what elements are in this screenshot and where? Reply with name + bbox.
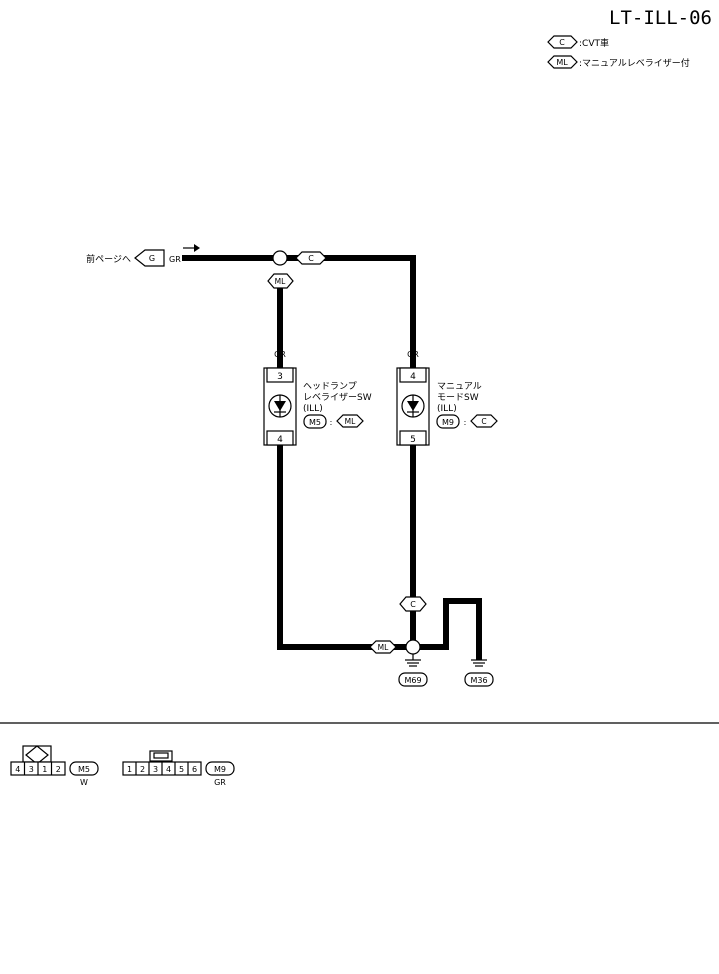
from-prev-wire-color: GR (169, 255, 181, 264)
pin-number: 3 (153, 765, 158, 774)
switch-manual-mode: GR 4 5 マニュアル モードSW (ILL) M9 : C B (396, 350, 498, 463)
connector-lock-icon (149, 750, 173, 762)
pin-number: 1 (127, 765, 132, 774)
option-tag-ml-top: ML (267, 273, 294, 289)
pin-box (266, 367, 294, 383)
connector-color: GR (214, 778, 226, 787)
ground-name: M36 (470, 676, 487, 685)
connector-arrow-icon (134, 249, 165, 267)
switch-name: レベライザーSW (303, 392, 372, 403)
svg-text:C: C (410, 600, 416, 609)
legend-item-cvt: C :CVT車 (547, 35, 609, 49)
connector-number: M9 (442, 418, 454, 427)
page-code: LT-ILL-06 (609, 7, 712, 29)
connector-color: W (80, 778, 88, 787)
ground-name: M69 (404, 676, 421, 685)
connector-name-box (69, 761, 99, 776)
wires (182, 255, 482, 660)
legend-tag: C (559, 38, 565, 47)
wire-color-label: B (410, 620, 416, 629)
pin-number: 4 (277, 435, 283, 445)
wire-b-left (277, 442, 373, 650)
pin-number: 6 (192, 765, 197, 774)
legend-text: :CVT車 (579, 37, 609, 49)
connector-name: M5 (78, 765, 90, 774)
wire-color-label: B (410, 454, 416, 463)
pin-box (399, 367, 427, 383)
pin-number: 5 (179, 765, 184, 774)
wire-gr-right (323, 255, 416, 371)
connector-lock-icon (25, 745, 49, 765)
wire-color-label: GR (274, 350, 286, 359)
legend: C :CVT車 ML :マニュアルレベライザー付 (547, 35, 690, 69)
switch-name: (ILL) (303, 404, 323, 414)
pin-number: 3 (29, 765, 34, 774)
pin-number: 2 (56, 765, 61, 774)
wire-color-label: B (476, 620, 482, 629)
option-tag-shape (547, 35, 578, 49)
legend-tag: ML (556, 58, 568, 67)
connector-label-box (436, 414, 460, 429)
option-tag-shape (547, 55, 578, 69)
wire-color-label: B (277, 454, 283, 463)
switch-name: モードSW (437, 393, 479, 403)
switch-headlamp-leveler: GR 3 4 ヘッドランプ レベライザーSW (ILL) M5 : ML B (263, 350, 372, 463)
option-tag-shape (470, 414, 498, 428)
pin-number: 3 (277, 372, 283, 382)
flow-arrow-icon (183, 244, 200, 252)
splice-point (405, 639, 421, 655)
legend-text: :マニュアルレベライザー付 (579, 58, 690, 69)
svg-text:ML: ML (378, 643, 389, 652)
pin-number: 5 (410, 435, 416, 445)
pin-number: 1 (42, 765, 47, 774)
wire-color-label: B (277, 620, 283, 629)
separator: : (464, 418, 467, 427)
connector-label-box (303, 414, 327, 429)
option-tag-ml-bottom: ML (369, 640, 397, 654)
from-prev-label: 前ページへ (86, 253, 131, 265)
pin-number: 4 (166, 765, 171, 774)
switch-name: マニュアル (437, 382, 482, 392)
option-tag: C (481, 417, 486, 426)
switch-name: ヘッドランプ (303, 381, 357, 392)
pin-number: 2 (140, 765, 145, 774)
ground-m69: M69 (398, 654, 428, 687)
pin-box (266, 430, 294, 446)
connector-view-m9: 1 2 3 4 5 6 M9 GR (122, 750, 235, 787)
splice-point (272, 250, 288, 266)
option-tag-shape (336, 414, 364, 428)
from-previous-page: 前ページへ G GR (86, 249, 181, 267)
svg-text:ML: ML (275, 277, 286, 286)
wire-color-label: GR (407, 350, 419, 359)
wire-color-label: B (443, 620, 449, 629)
connector-number: M5 (309, 418, 321, 427)
pin-number: 4 (410, 372, 416, 382)
from-prev-connector: G (149, 254, 155, 263)
pin-number: 4 (15, 765, 20, 774)
separator: : (330, 418, 333, 427)
option-tag-c-top: C (295, 251, 327, 265)
connector-name-box (205, 761, 235, 776)
switch-name: (ILL) (437, 404, 457, 414)
legend-item-ml: ML :マニュアルレベライザー付 (547, 55, 690, 69)
connector-view-m5: 4 3 1 2 M5 W (10, 745, 99, 787)
svg-text:C: C (308, 254, 314, 263)
option-tag-c-bottom: C (399, 596, 427, 612)
connector-name: M9 (214, 765, 226, 774)
option-tag: ML (345, 417, 356, 426)
pin-box (399, 430, 427, 446)
ground-m36: M36 (464, 659, 494, 687)
wire-b-ground-loop (418, 598, 482, 660)
